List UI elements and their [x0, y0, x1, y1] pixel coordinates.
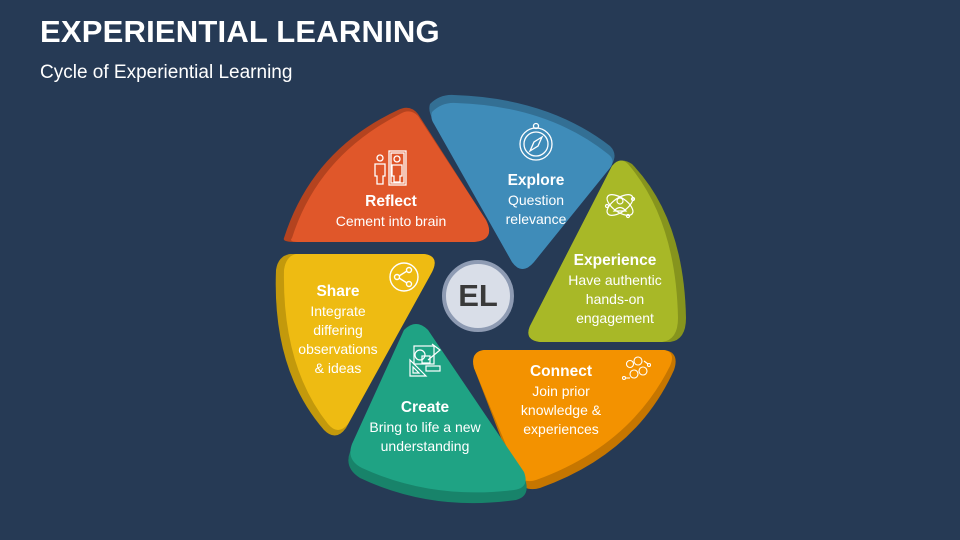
network-people-icon — [621, 356, 652, 381]
experience-text: Experience Have authentic hands-on engag… — [568, 251, 661, 328]
share-title: Share — [316, 283, 360, 300]
connect-desc-line: knowledge & — [520, 402, 602, 418]
atom-person-icon — [604, 194, 636, 219]
explore-desc-line: Question — [507, 192, 565, 208]
explore-desc-line: relevance — [505, 211, 567, 227]
share-desc-line: differing — [313, 322, 363, 338]
share-desc-line: & ideas — [314, 360, 362, 376]
create-title: Create — [400, 399, 450, 416]
mirror-person-icon — [374, 150, 407, 186]
create-desc-line: understanding — [380, 438, 470, 454]
segment-connect — [473, 350, 676, 490]
segment-create — [348, 324, 527, 504]
segment-explore — [429, 94, 615, 269]
explore-title: Explore — [507, 172, 565, 189]
experience-desc-line: engagement — [576, 310, 654, 326]
page-title: EXPERIENTIAL LEARNING — [40, 14, 440, 49]
connect-desc-line: Join prior — [532, 383, 590, 399]
create-text: Create Bring to life a new understanding — [369, 398, 480, 456]
compass-icon — [519, 122, 553, 161]
center-badge: EL — [442, 260, 514, 332]
experience-desc-line: hands-on — [585, 291, 645, 307]
connect-text: Connect Join prior knowledge & experienc… — [521, 362, 601, 439]
page-subtitle: Cycle of Experiential Learning — [40, 62, 293, 83]
experience-title: Experience — [573, 252, 657, 269]
share-desc-line: Integrate — [310, 303, 366, 319]
share-desc-line: observations — [298, 341, 378, 357]
experience-desc-line: Have authentic — [568, 272, 662, 288]
design-tools-icon — [409, 343, 441, 377]
share-icon — [389, 262, 419, 292]
reflect-desc-line: Cement into brain — [335, 213, 447, 229]
segment-reflect — [283, 107, 490, 242]
connect-title: Connect — [529, 363, 592, 380]
connect-desc-line: experiences — [523, 421, 599, 437]
segment-experience — [528, 160, 686, 342]
share-text: Share Integrate differing observations &… — [298, 282, 377, 378]
reflect-text: Reflect Cement into brain — [336, 192, 447, 231]
segment-share — [275, 254, 435, 436]
create-desc-line: Bring to life a new — [369, 419, 481, 435]
reflect-title: Reflect — [365, 193, 417, 210]
explore-text: Explore Question relevance — [506, 171, 567, 229]
